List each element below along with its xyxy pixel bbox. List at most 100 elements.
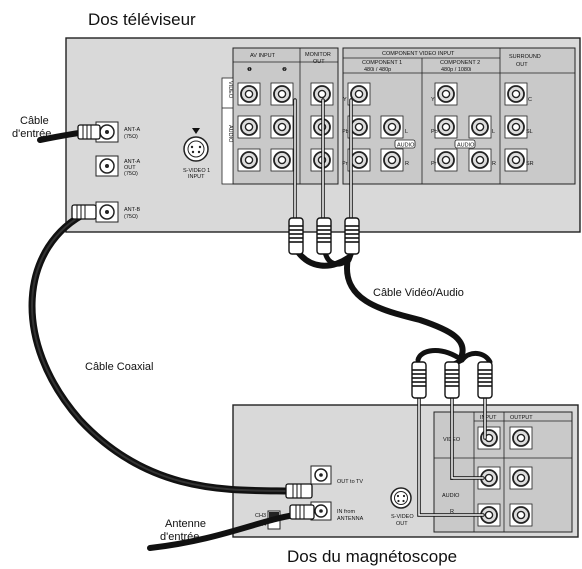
tv-rca-jacks — [237, 82, 528, 172]
tv-av-jack-1-1 — [270, 115, 294, 139]
ch3-label: CH3 — [255, 513, 266, 519]
ant-a-ohm: (75Ω) — [124, 134, 138, 140]
surround-out-header-2: OUT — [516, 62, 528, 68]
tv-av-jack-1-0 — [270, 82, 294, 106]
label-pr1: Pr — [342, 161, 348, 167]
vcr-rca-plug-3 — [477, 361, 493, 399]
vcr-rca-jacks — [477, 426, 533, 527]
ant-a-jack — [95, 121, 119, 143]
rca-plugs — [288, 217, 493, 399]
av-cable-label: Câble Vidéo/Audio — [373, 287, 464, 299]
tv-surround-jack-2 — [504, 148, 528, 172]
vcr-svideo-out-jack — [390, 487, 412, 509]
vcr-rca-plug-2 — [444, 361, 460, 399]
tv-av-jack-1-2 — [270, 148, 294, 172]
ant-a-label: ANT-A — [124, 127, 141, 133]
label-y2: Y — [431, 97, 435, 103]
av-input-num-2: ❷ — [282, 66, 287, 73]
tv-av-jack-0-0 — [237, 82, 261, 106]
label-c: C — [528, 97, 532, 103]
vcr-in-from-label-1: IN from — [337, 509, 355, 515]
label-r1: R — [405, 161, 409, 167]
tv-rca-plug-1 — [288, 217, 304, 255]
component-1-res: 480i / 480p — [364, 67, 391, 73]
vcr-output-jack-0 — [509, 426, 533, 450]
svideo-1-label: S-VIDEO 1 — [183, 168, 210, 174]
tv-back-panel: AV INPUT ❶ ❷ MONITOR OUT COMPONENT VIDEO… — [65, 37, 581, 233]
vcr-output-header: OUTPUT — [510, 415, 533, 421]
input-cable-label-1: Câble — [20, 115, 49, 127]
tv-ant-a-plug — [77, 124, 101, 140]
vcr-r-label: R — [450, 509, 454, 515]
vcr-in-from-label-2: ANTENNA — [337, 516, 364, 522]
audio-vertical-label: AUDIO — [227, 125, 233, 143]
ant-a-out-label-2: OUT — [124, 165, 136, 171]
antenna-input-cable — [147, 512, 298, 551]
antenna-label-1: Antenne — [165, 518, 206, 530]
vcr-svideo-out-label-1: S-VIDEO — [391, 514, 414, 520]
component-2-res: 480p / 1080i — [441, 67, 471, 73]
tv-comp1-jack-0 — [347, 82, 371, 106]
ant-b-ohm: (75Ω) — [124, 214, 138, 220]
vcr-input-jack-1 — [477, 466, 501, 490]
label-pb2: Pb — [431, 129, 438, 135]
tv-comp2-jack-0 — [434, 82, 458, 106]
av-cable — [293, 98, 493, 517]
tv-comp1-audio-jack-1 — [380, 148, 404, 172]
vcr-rca-plug-1 — [411, 361, 427, 399]
input-cable-label-2: d'entrée — [12, 128, 51, 140]
vcr-svideo-out-label-2: OUT — [396, 521, 408, 527]
video-vertical-label: VIDEO — [227, 81, 233, 99]
vcr-input-header: INPUT — [480, 415, 497, 421]
tv-comp1-audio-jack-0 — [380, 115, 404, 139]
vcr-out-to-tv-label: OUT to TV — [337, 479, 363, 485]
label-l1: L — [405, 129, 408, 135]
monitor-out-header-1: MONITOR — [305, 52, 331, 58]
monitor-out-header-2: OUT — [313, 59, 325, 65]
tv-comp2-audio-jack-1 — [468, 148, 492, 172]
av-input-num-1: ❶ — [247, 66, 252, 73]
audio-badge-2: AUDIO — [454, 139, 476, 149]
vcr-out-plug — [285, 483, 313, 499]
vcr-output-jack-2 — [509, 503, 533, 527]
label-pr2: Pr — [431, 161, 437, 167]
vcr-audio-label: AUDIO — [442, 493, 460, 499]
tv-av-jack-0-2 — [237, 148, 261, 172]
ant-a-out-label: ANT-A — [124, 159, 141, 165]
vcr-input-jack-0 — [477, 426, 501, 450]
label-r2: R — [492, 161, 496, 167]
svg-text:AUDIO: AUDIO — [397, 143, 415, 149]
svideo-1-input-label: INPUT — [188, 174, 205, 180]
label-sr: SR — [526, 161, 534, 167]
ant-b-label: ANT-B — [124, 207, 141, 213]
coax-cable-label: Câble Coaxial — [85, 361, 153, 373]
ant-a-out-ohm: (75Ω) — [124, 171, 138, 177]
vcr-title: Dos du magnétoscope — [287, 547, 457, 566]
tv-ant-b-plug — [71, 204, 97, 220]
label-l2: L — [492, 129, 495, 135]
ant-a-out-jack — [95, 155, 119, 177]
vcr-in-from-antenna-jack — [310, 501, 332, 521]
antenna-label-2: d'entrée — [160, 531, 199, 543]
label-y1: Y — [343, 97, 347, 103]
tv-av-jack-0-1 — [237, 115, 261, 139]
coaxial-cable — [28, 208, 294, 495]
surround-out-header-1: SURROUND — [509, 54, 541, 60]
av-input-header: AV INPUT — [250, 53, 276, 59]
vcr-output-jack-1 — [509, 466, 533, 490]
tv-title: Dos téléviseur — [88, 10, 196, 29]
tv-av-jack-2-0 — [310, 82, 334, 106]
tv-surround-jack-0 — [504, 82, 528, 106]
vcr-back-panel: INPUT OUTPUT VIDEO L AUDIO R OUT to TV I… — [232, 404, 579, 538]
ant-b-jack — [95, 201, 119, 223]
tv-surround-jack-1 — [504, 115, 528, 139]
tv-rca-plug-2 — [316, 217, 332, 255]
component-1-header: COMPONENT 1 — [362, 60, 402, 66]
component-video-input-header: COMPONENT VIDEO INPUT — [382, 51, 455, 57]
label-sl: SL — [526, 129, 533, 135]
tv-comp1-jack-1 — [347, 115, 371, 139]
label-pb1: Pb — [342, 129, 349, 135]
tv-comp2-audio-jack-0 — [468, 115, 492, 139]
vcr-antenna-plug — [289, 504, 315, 520]
